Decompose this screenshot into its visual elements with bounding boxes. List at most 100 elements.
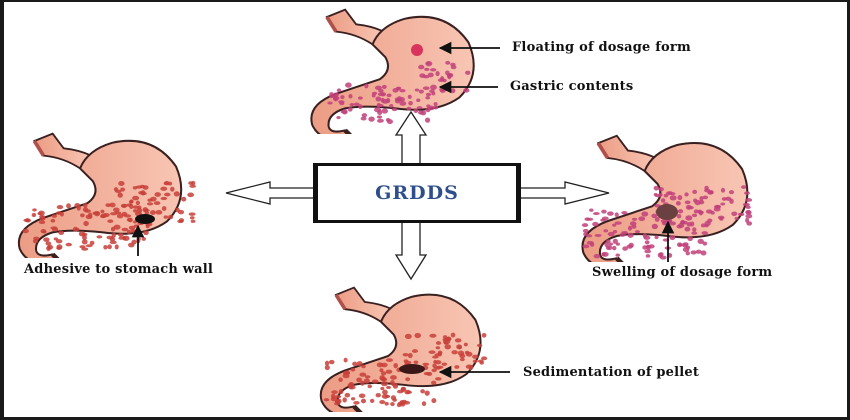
gastric-particle bbox=[611, 245, 617, 251]
gastric-particle bbox=[704, 185, 709, 191]
gastric-particle bbox=[413, 360, 419, 364]
stomach-floating bbox=[311, 10, 473, 140]
gastric-particle bbox=[32, 238, 39, 244]
gastric-particle bbox=[352, 361, 358, 367]
gastric-particle bbox=[645, 244, 651, 249]
gastric-particle bbox=[118, 180, 125, 187]
stomach-swelling bbox=[582, 136, 753, 268]
gastric-particle bbox=[699, 196, 704, 201]
gastric-particle bbox=[375, 96, 382, 102]
gastric-particle bbox=[427, 72, 434, 78]
gastric-particle bbox=[477, 359, 484, 363]
gastric-particle bbox=[369, 398, 375, 403]
gastric-particle bbox=[682, 243, 688, 248]
gastric-particle bbox=[450, 332, 456, 338]
gastric-particle bbox=[113, 207, 120, 213]
gastric-particle bbox=[114, 189, 122, 193]
gastric-particle bbox=[459, 357, 465, 362]
gastric-particle bbox=[107, 244, 112, 250]
gastric-particle bbox=[685, 215, 693, 221]
gastric-particle bbox=[50, 226, 58, 230]
gastric-particle bbox=[38, 220, 46, 225]
gastric-particle bbox=[745, 205, 751, 209]
gastric-particle bbox=[472, 354, 479, 359]
gastric-particle bbox=[608, 242, 614, 246]
gastric-particle bbox=[612, 238, 618, 244]
gastric-particle bbox=[93, 211, 101, 217]
gastric-particle bbox=[601, 252, 606, 257]
gastric-particle bbox=[612, 230, 618, 234]
gastric-particle bbox=[390, 395, 397, 401]
gastric-particle bbox=[433, 102, 438, 107]
gastric-particle bbox=[699, 199, 705, 205]
gastric-particle bbox=[684, 226, 691, 232]
gastric-particle bbox=[109, 237, 116, 242]
gastric-particle bbox=[589, 208, 594, 212]
gastric-particle bbox=[744, 191, 750, 195]
gastric-particle bbox=[402, 353, 409, 357]
gastric-particle bbox=[621, 211, 628, 215]
gastric-particle bbox=[323, 398, 330, 402]
gastric-particle bbox=[380, 362, 388, 368]
gastric-particle bbox=[651, 213, 658, 219]
gastric-particle bbox=[420, 110, 427, 116]
gastric-particle bbox=[404, 360, 412, 365]
gastric-particle bbox=[619, 232, 626, 237]
gastric-particle bbox=[390, 379, 395, 386]
gastric-particle bbox=[627, 225, 633, 231]
gastric-particle bbox=[329, 92, 334, 96]
gastric-particle bbox=[389, 104, 394, 108]
gastric-particle bbox=[341, 109, 348, 115]
gastric-particle bbox=[725, 196, 732, 201]
gastric-particle bbox=[345, 82, 352, 88]
gastric-particle bbox=[140, 192, 147, 196]
gastric-particle bbox=[450, 65, 457, 70]
gastric-particle bbox=[615, 253, 621, 257]
gastric-particle bbox=[414, 88, 420, 92]
gastric-particle bbox=[425, 107, 431, 113]
gastric-particle bbox=[146, 202, 154, 206]
gastric-particle bbox=[22, 228, 29, 234]
grdds-box: GRDDS bbox=[313, 163, 521, 223]
gastric-particle bbox=[74, 203, 81, 208]
gastric-particle bbox=[435, 341, 442, 345]
gastric-particle bbox=[114, 244, 119, 250]
gastric-particle bbox=[80, 213, 85, 218]
gastric-particle bbox=[83, 202, 88, 208]
gastric-particle bbox=[85, 214, 93, 220]
gastric-particle bbox=[454, 365, 460, 369]
gastric-particle bbox=[584, 217, 591, 221]
gastric-particle bbox=[612, 223, 617, 227]
gastric-particle bbox=[645, 254, 651, 258]
gastric-particle bbox=[132, 195, 140, 201]
gastric-particle bbox=[654, 216, 660, 222]
gastric-particle bbox=[431, 91, 436, 96]
gastric-particle bbox=[720, 187, 726, 193]
gastric-particle bbox=[745, 210, 751, 215]
gastric-particle bbox=[701, 231, 709, 235]
gastric-particle bbox=[463, 88, 470, 93]
gastric-particle bbox=[394, 98, 401, 104]
gastric-particle bbox=[328, 359, 335, 365]
gastric-particle bbox=[82, 207, 89, 213]
gastric-particle bbox=[463, 342, 468, 347]
gastric-particle bbox=[426, 371, 433, 376]
gastric-particle bbox=[687, 205, 694, 210]
gastric-particle bbox=[336, 116, 341, 120]
gastric-particle bbox=[622, 246, 628, 251]
gastric-particle bbox=[644, 240, 650, 245]
gastric-particle bbox=[715, 204, 721, 209]
gastric-particle bbox=[586, 240, 594, 245]
gastric-particle bbox=[465, 364, 473, 369]
gastric-particle bbox=[382, 389, 388, 395]
gastric-particle bbox=[368, 116, 375, 122]
gastric-particle bbox=[676, 213, 682, 219]
gastric-particle bbox=[675, 201, 681, 206]
gastric-particle bbox=[745, 213, 753, 219]
gastric-particle bbox=[360, 116, 367, 121]
gastric-particle bbox=[358, 393, 366, 399]
gastric-particle bbox=[651, 223, 658, 230]
gastric-particle bbox=[113, 224, 121, 230]
gastric-particle bbox=[406, 106, 412, 111]
